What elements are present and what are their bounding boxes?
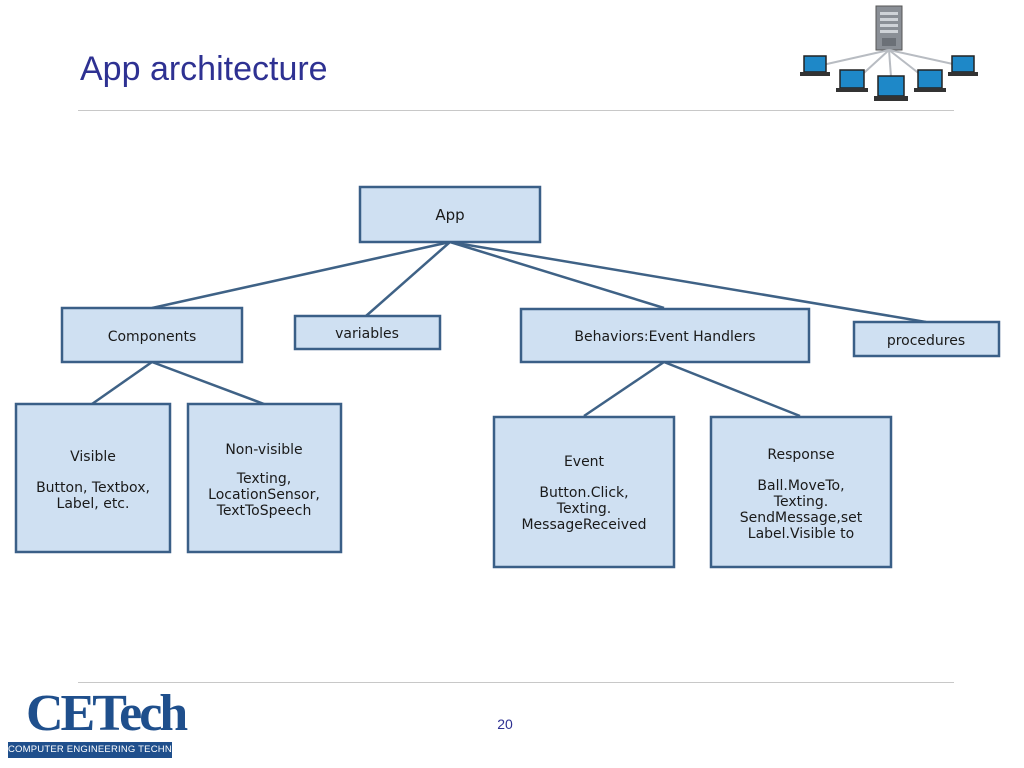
logo-wordmark: CETech [26,685,188,742]
diagram-edges [91,240,927,418]
edge-behaviors-event [583,360,665,418]
laptop-icon [800,55,830,76]
node-event-line: Button.Click, [539,485,628,501]
node-procedures: procedures [852,320,1001,358]
edge-app-behaviors [449,240,665,310]
node-response: Response Ball.MoveTo, Texting. SendMessa… [709,415,893,569]
node-event-line: MessageReceived [521,517,646,533]
edge-behaviors-response [663,360,801,418]
node-nonvisible-line: TextToSpeech [216,503,312,519]
footer-divider [78,682,954,683]
node-event: Event Button.Click, Texting. MessageRece… [492,415,676,569]
edge-components-visible [91,360,153,406]
node-variables-label: variables [335,326,399,342]
node-response-title: Response [767,447,834,463]
slide-title: App architecture [80,50,328,88]
laptop-icon [914,69,946,92]
node-event-line: Texting. [556,501,611,517]
node-behaviors: Behaviors:Event Handlers [519,307,811,364]
edge-app-components [151,240,451,310]
node-components: Components [60,306,244,364]
network-illustration [800,5,978,101]
title-divider [78,110,954,111]
node-components-label: Components [108,329,197,345]
logo-subtitle: COMPUTER ENGINEERING TECHNOLOGY [8,742,172,758]
edge-components-nonvisible [151,360,265,406]
node-nonvisible-line: LocationSensor, [208,487,320,503]
node-variables: variables [293,314,442,351]
node-visible: Visible Button, Textbox, Label, etc. [14,402,172,554]
node-response-line: Texting. [773,494,828,510]
node-nonvisible-title: Non-visible [225,442,302,458]
node-behaviors-label: Behaviors:Event Handlers [574,329,755,345]
node-nonvisible: Non-visible Texting, LocationSensor, Tex… [186,402,343,554]
node-event-title: Event [564,454,605,470]
node-visible-line: Label, etc. [57,496,130,512]
server-tower-icon [875,5,903,51]
node-nonvisible-line: Texting, [236,471,291,487]
cetech-logo: CETech COMPUTER ENGINEERING TECHNOLOGY [8,685,188,760]
node-response-line: Ball.MoveTo, [757,478,844,494]
node-app: App [358,185,542,244]
node-app-label: App [435,206,464,224]
node-response-line: Label.Visible to [748,526,854,542]
node-procedures-label: procedures [887,333,965,349]
page-number: 20 [497,716,513,732]
laptop-icon [836,69,868,92]
laptop-icon [874,75,908,101]
node-visible-line: Button, Textbox, [36,480,150,496]
laptop-icon [948,55,978,76]
edge-app-variables [365,241,451,317]
node-visible-title: Visible [70,449,116,465]
edge-app-procedures [449,240,927,324]
node-response-line: SendMessage,set [740,510,863,526]
